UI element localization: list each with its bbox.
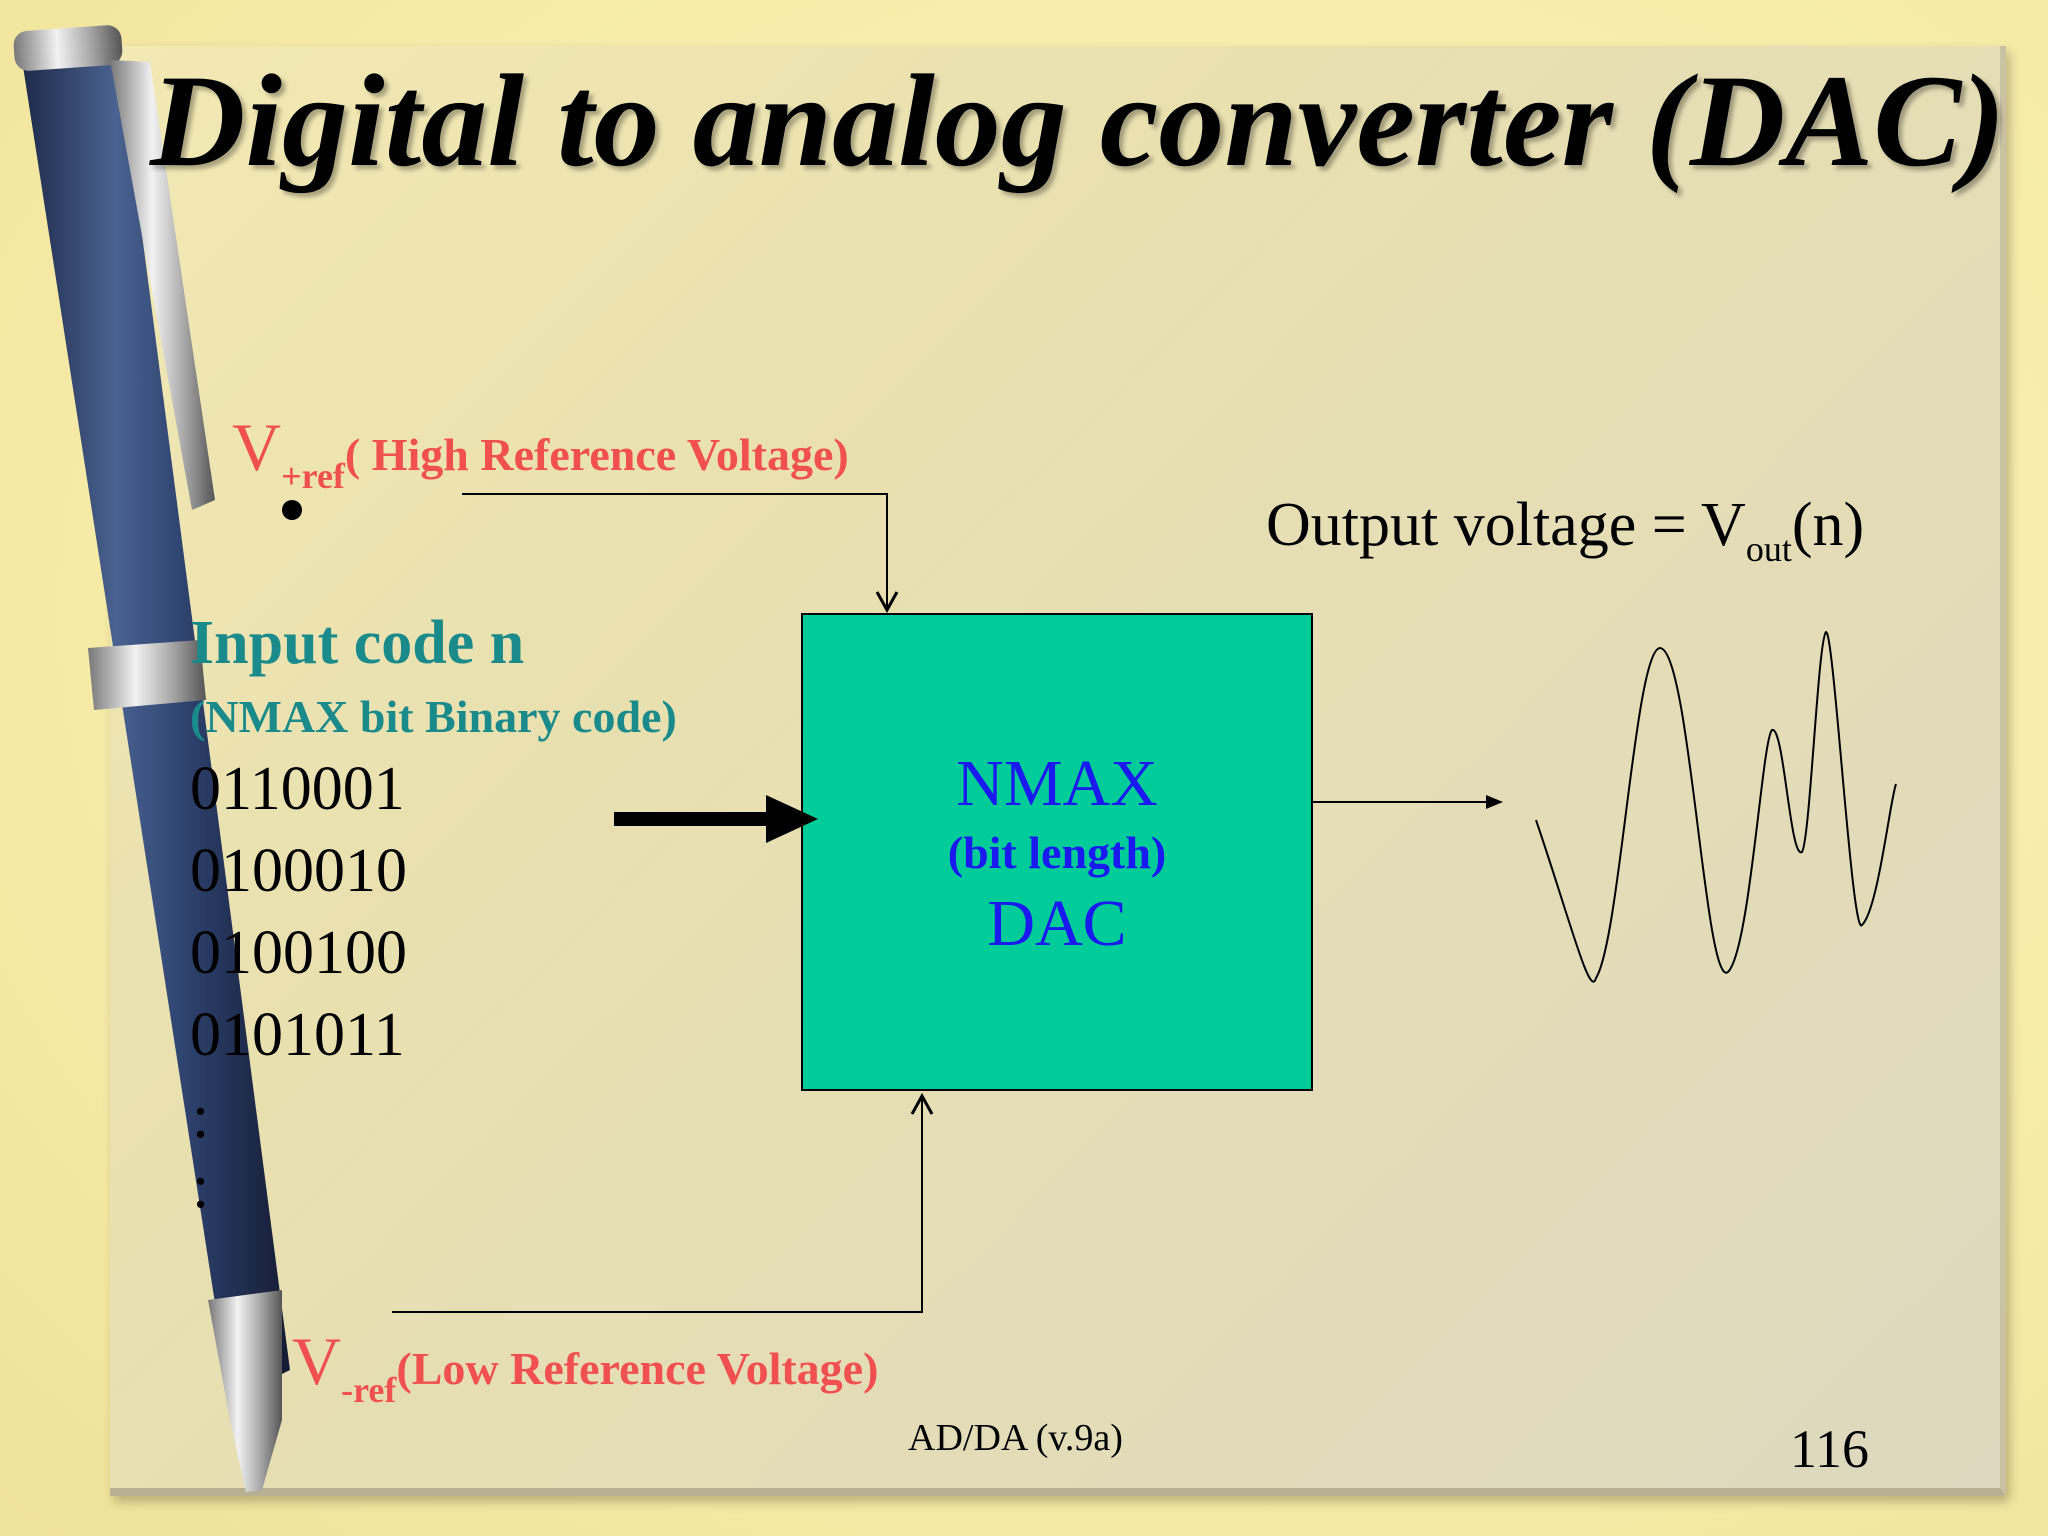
code-item: 0101011 xyxy=(190,1001,405,1069)
input-code-title: Input code n xyxy=(190,609,525,677)
input-arrow-head xyxy=(766,795,818,843)
ellipsis-dots: : xyxy=(192,1083,210,1151)
output-arrow-head xyxy=(1486,795,1503,809)
input-code-list: 0110001 0100010 0100100 0101011 xyxy=(190,748,407,1076)
code-item: 0110001 xyxy=(190,755,405,823)
footer-text: AD/DA (v.9a) xyxy=(908,1417,1123,1459)
vref-low-symbol: V xyxy=(292,1323,342,1399)
vref-high-label: V+ref( High Reference Voltage) xyxy=(232,408,849,496)
output-voltage-suffix: (n) xyxy=(1791,491,1865,559)
input-code-subtitle: (NMAX bit Binary code) xyxy=(190,691,677,742)
vref-high-text: ( High Reference Voltage) xyxy=(344,429,849,480)
output-waveform xyxy=(1535,630,1897,983)
output-voltage-subscript: out xyxy=(1745,529,1792,569)
vref-high-node-dot xyxy=(282,500,302,520)
vref-high-symbol: V xyxy=(232,409,282,485)
output-voltage-label: Output voltage = Vout(n) xyxy=(1266,490,1865,569)
vref-low-label: V-ref(Low Reference Voltage) xyxy=(292,1322,879,1410)
vref-low-text: (Low Reference Voltage) xyxy=(396,1343,879,1394)
dac-label-nmax: NMAX xyxy=(956,747,1158,820)
output-voltage-prefix: Output voltage = V xyxy=(1266,491,1746,559)
pen-clip xyxy=(110,60,215,510)
pen-cap-top xyxy=(13,25,123,71)
vref-low-subscript: -ref xyxy=(341,1370,397,1410)
vref-high-arrowhead xyxy=(875,591,899,614)
page-number: 116 xyxy=(1790,1419,1869,1479)
code-ellipsis: : : xyxy=(192,1082,209,1222)
vref-low-arrowhead xyxy=(910,1092,934,1115)
ellipsis-dots: : xyxy=(192,1153,210,1221)
vref-low-wire xyxy=(392,1096,923,1313)
dac-label-dac: DAC xyxy=(987,887,1127,960)
code-item: 0100010 xyxy=(190,837,407,905)
dac-label-bit-length: (bit length) xyxy=(947,827,1167,878)
vref-high-wire xyxy=(462,493,888,608)
vref-high-subscript: +ref xyxy=(281,456,345,496)
slide-title: Digital to analog converter (DAC) xyxy=(150,47,2006,194)
pen-body xyxy=(22,50,290,1400)
pen-band xyxy=(88,640,206,710)
code-item: 0100100 xyxy=(190,919,407,987)
pen-tip xyxy=(208,1290,282,1492)
dac-block xyxy=(801,613,1313,1091)
